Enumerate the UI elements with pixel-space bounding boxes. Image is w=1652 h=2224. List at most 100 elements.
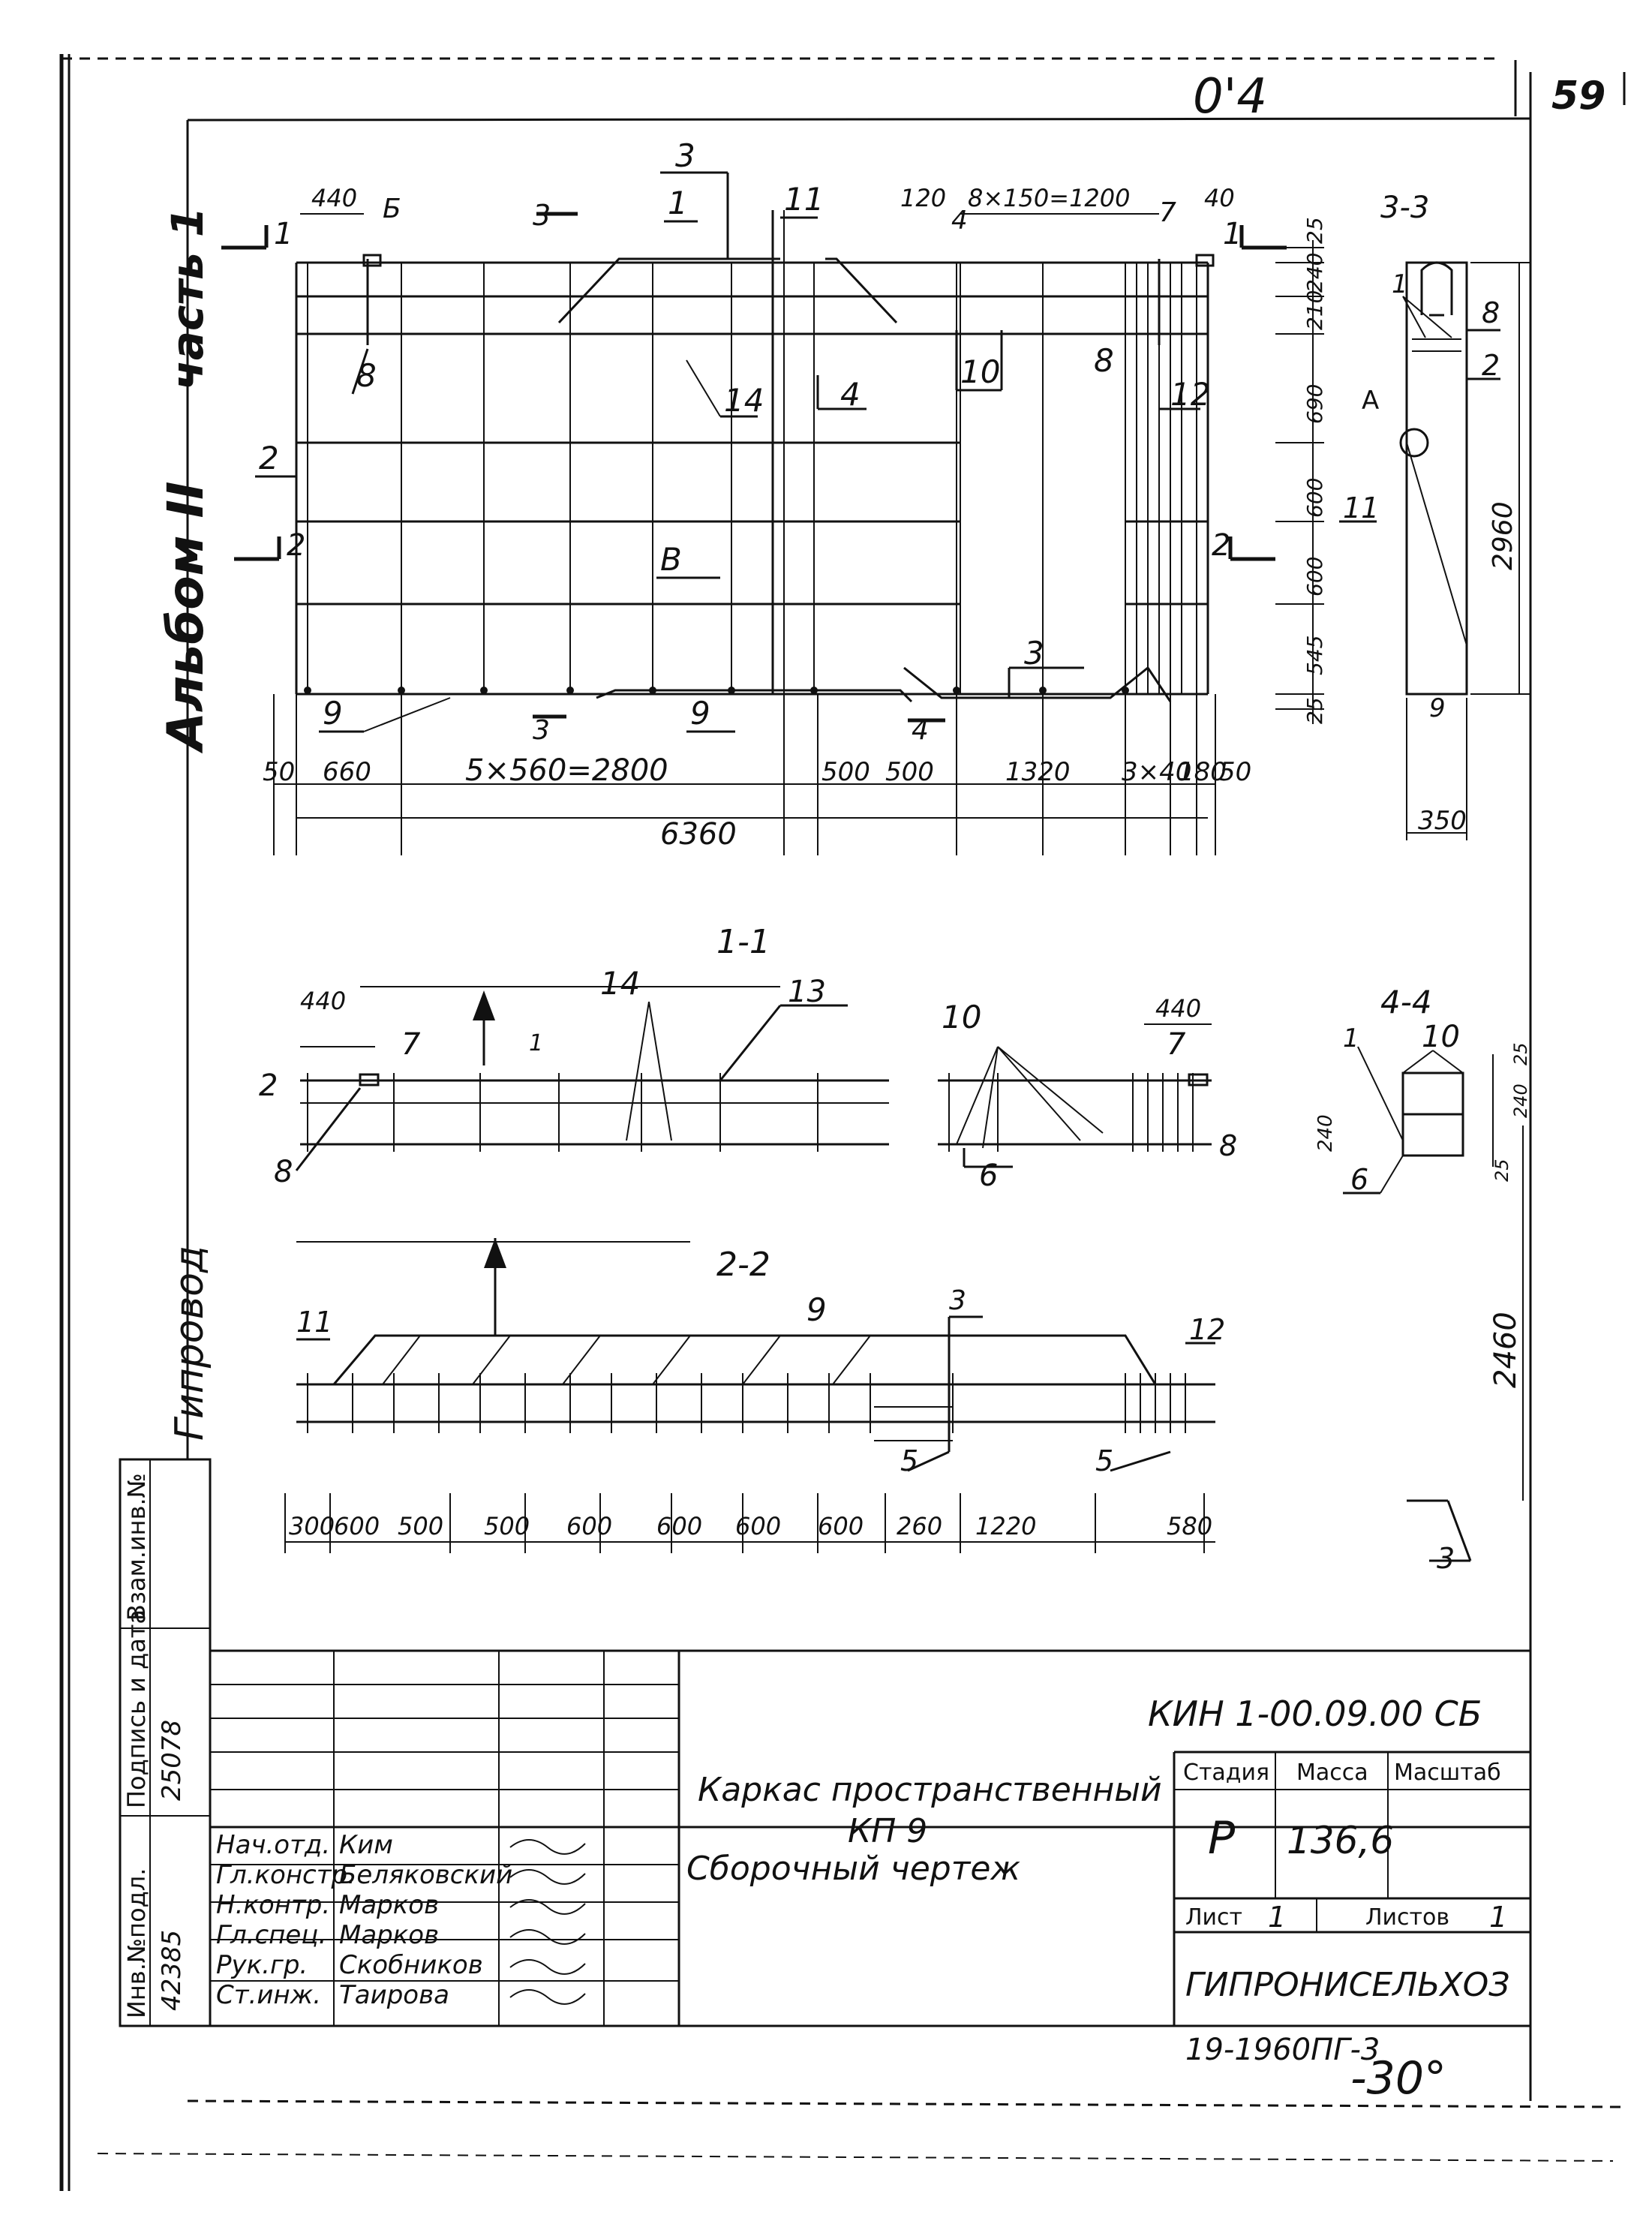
dim-right-1: 240 — [1302, 253, 1327, 293]
name-4: Скобников — [339, 1950, 483, 1980]
bar-dot — [304, 687, 311, 694]
bent-bar-top — [557, 257, 780, 324]
s22-dim-3: 500 — [484, 1512, 530, 1540]
s44-label-1: 1 — [1343, 1023, 1359, 1053]
s22-label-9: 9 — [806, 1291, 827, 1328]
s11-plate — [359, 1073, 380, 1086]
name-5: Таирова — [339, 1980, 449, 2010]
s22-label-5: 5 — [900, 1444, 918, 1477]
s22-diagonal — [562, 1335, 601, 1385]
callout-a: A — [1362, 386, 1379, 416]
margin-note-bottom: Гипровод — [167, 1246, 212, 1441]
col-mass: Масса — [1296, 1760, 1368, 1786]
s11-leader-10 — [982, 1046, 999, 1149]
dim-right-0: 25 — [1302, 217, 1327, 244]
bar-dot — [566, 687, 574, 694]
leader-4: 4 — [840, 376, 861, 413]
bar-dot — [649, 687, 656, 694]
s11-label-8: 8 — [274, 1155, 293, 1189]
leader-10: 10 — [960, 353, 1000, 390]
role-2: Н.контр. — [216, 1890, 330, 1920]
s22-diagonal — [652, 1335, 691, 1385]
section-33-height: 2960 — [1488, 501, 1518, 570]
s22-dim-8: 260 — [897, 1512, 942, 1540]
s11-dim-0: 440 — [300, 987, 346, 1015]
bar-dot — [1039, 687, 1047, 694]
side-val-sign: 25078 — [157, 1720, 187, 1801]
dim-bottom-4: 500 — [885, 757, 934, 787]
leader-3: 3 — [675, 137, 695, 174]
leader-2: 2 — [259, 440, 279, 476]
bar-dot — [810, 687, 818, 694]
dim-bottom-6: 3×40 — [1122, 757, 1191, 787]
cut-b-label: Б — [383, 194, 401, 224]
section-44-title: 4-4 — [1380, 984, 1432, 1020]
s11-leader-8 — [295, 1087, 362, 1171]
section-11-title: 1-1 — [716, 923, 770, 961]
side-col-sign: Подпись и дата — [122, 1609, 151, 1808]
leader-1: 1 — [668, 185, 688, 221]
side-col-swap: Взам.инв.№ — [122, 1473, 151, 1621]
s44-label-6: 6 — [1350, 1163, 1368, 1196]
col-scale: Масштаб — [1394, 1760, 1501, 1786]
s11-dim-1: 440 — [1155, 994, 1201, 1023]
page-number: 59 — [1551, 74, 1605, 119]
s11-leader-10 — [997, 1046, 1104, 1134]
s11-leader-14 — [648, 1001, 672, 1141]
s44-dim-3: 25 — [1491, 1159, 1512, 1182]
dim-bottom-0: 50 — [263, 757, 295, 787]
bottom-handwriting: -30° — [1350, 2052, 1446, 2105]
bar-dot — [480, 687, 488, 694]
dim-right-5: 600 — [1302, 557, 1327, 597]
signature-2 — [509, 1899, 586, 1915]
corner-mark: 0'4 — [1193, 69, 1267, 125]
leader-14: 14 — [724, 382, 764, 419]
s11-label-1: 1 — [529, 1030, 543, 1056]
s11-label-7: 7 — [401, 1027, 421, 1062]
title-block: Взам.инв.№ Подпись и дата Инв.№подл. 250… — [119, 1458, 1532, 2105]
s22-dim-2: 500 — [398, 1512, 443, 1540]
bent-bar-bottom-right — [903, 666, 1149, 699]
sheet-label: Лист — [1185, 1904, 1242, 1931]
s22-diagonal — [382, 1335, 421, 1385]
document-code: КИН 1-00.09.00 СБ — [1148, 1694, 1482, 1734]
leader-9-pointer — [363, 697, 451, 732]
signature-3 — [509, 1929, 586, 1945]
signature-1 — [509, 1869, 586, 1885]
s22-dim-9: 1220 — [975, 1512, 1036, 1540]
s22-dim-7: 600 — [818, 1512, 864, 1540]
role-1: Гл.констр. — [216, 1860, 356, 1890]
organization: ГИПРОНИСЕЛЬХОЗ — [1185, 1966, 1509, 2004]
section-22-cut: 3 — [1437, 1542, 1455, 1575]
cut-1-right-label: 1 — [1223, 217, 1242, 251]
dim-right-3: 690 — [1302, 384, 1327, 424]
embed-plate — [362, 254, 382, 267]
cut-2-right-label: 2 — [1212, 528, 1230, 563]
s22-dim-5: 600 — [656, 1512, 702, 1540]
s33-label-1: 1 — [1392, 269, 1408, 299]
dim-bottom-8: 50 — [1219, 757, 1251, 787]
role-5: Ст.инж. — [216, 1980, 321, 2010]
s11-label-6: 6 — [979, 1159, 998, 1193]
s22-diagonal — [472, 1335, 511, 1385]
margin-note-part: часть 1 — [162, 207, 213, 390]
dim-top-2: 8×150=1200 — [968, 184, 1131, 212]
name-0: Ким — [339, 1830, 393, 1860]
leader-3-bottom: 3 — [1024, 635, 1044, 672]
bent-end — [1146, 667, 1172, 702]
s44-pointer-6 — [1380, 1155, 1404, 1194]
role-4: Рук.гр. — [216, 1950, 308, 1980]
cut-4-label: 4 — [951, 206, 968, 236]
leader-12: 12 — [1170, 376, 1210, 413]
bent-bar-top-right — [825, 257, 898, 324]
role-3: Гл.спец. — [216, 1920, 326, 1950]
role-0: Нач.отд. — [216, 1830, 330, 1860]
bar-dot — [398, 687, 405, 694]
leader-11: 11 — [784, 181, 824, 218]
s22-label-12: 12 — [1189, 1313, 1225, 1346]
s22-leader-5 — [907, 1450, 950, 1472]
